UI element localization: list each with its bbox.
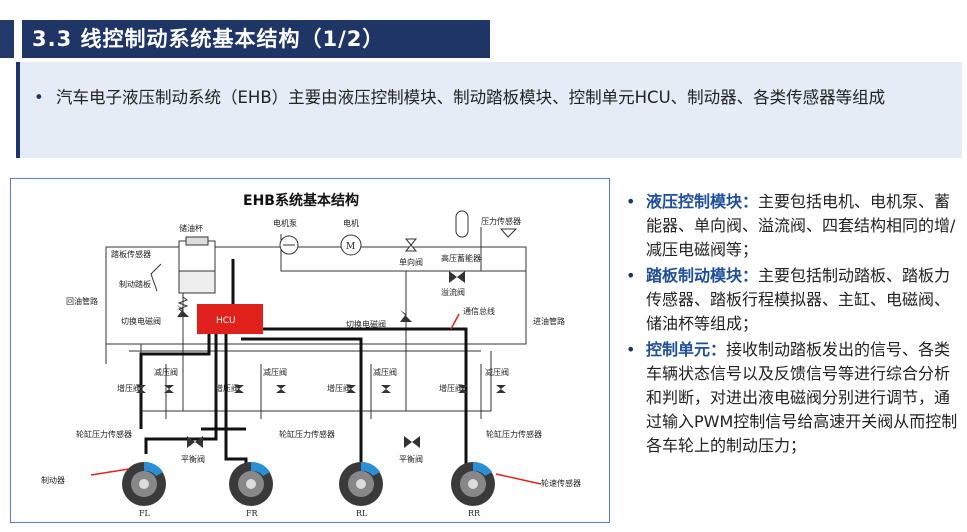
module-description-list: • 液压控制模块：主要包括电机、电机泵、蓄能器、单向阀、溢流阀、四套结构相同的增… — [622, 190, 962, 460]
label-switch-valve-right: 切换电磁阀 — [346, 319, 386, 329]
label-reservoir: 储油杯 — [179, 223, 203, 233]
intro-bullet: • — [34, 88, 44, 107]
label-motor: 电机 — [343, 218, 359, 228]
label-dec-valve-2: 减压阀 — [263, 367, 287, 377]
hcu-box — [197, 304, 263, 334]
label-wheel-sensor-left: 轮缸压力传感器 — [76, 429, 132, 439]
label-inlet-pipe: 进油管路 — [533, 316, 565, 326]
bullet-heading: 液压控制模块： — [646, 192, 759, 211]
bullet-pedal-module: • 踏板制动模块：主要包括制动踏板、踏板力传感器、踏板行程模拟器、主缸、电磁阀、… — [622, 264, 962, 336]
check-valve-icon — [404, 238, 418, 252]
comm-bus-arrow — [450, 313, 460, 330]
label-wheel-fl: FL — [139, 509, 151, 518]
label-speed-sensor: 轮速传感器 — [541, 478, 581, 488]
bullet-control-unit: • 控制单元：接收制动踏板发出的信号、各类车辆状态信号以及反馈信号等进行综合分析… — [622, 338, 962, 458]
reservoir-cap-icon — [185, 236, 209, 246]
bullet-text: 主要包括制动踏板、踏板力传感器、踏板行程模拟器、主缸、电磁阀、储油杯等组成； — [646, 266, 951, 333]
wheel-rr — [451, 461, 495, 506]
label-dec-valve-1: 减压阀 — [154, 367, 178, 377]
label-brake: 制动器 — [41, 475, 65, 485]
wheel-fl — [122, 461, 166, 506]
diagram-title: EHB系统基本结构 — [243, 192, 359, 209]
label-wheel-sensor-right: 轮缸压力传感器 — [486, 429, 542, 439]
speed-sensor-arrow — [495, 473, 542, 485]
label-balance-valve-left: 平衡阀 — [181, 454, 205, 464]
pressure-sensor-icon — [499, 228, 518, 238]
label-inc-valve-1: 增压阀 — [117, 383, 141, 393]
bullet-dot: • — [626, 340, 636, 359]
bullet-hydraulic-module: • 液压控制模块：主要包括电机、电机泵、蓄能器、单向阀、溢流阀、四套结构相同的增… — [622, 190, 962, 262]
label-inc-valve-4: 增压阀 — [439, 383, 463, 393]
label-dec-valve-4: 减压阀 — [485, 367, 509, 377]
bullet-dot: • — [626, 266, 636, 285]
label-comm-bus: 通信总线 — [463, 306, 495, 316]
label-switch-valve-left: 切换电磁阀 — [121, 316, 161, 326]
label-wheel-rr: RR — [468, 509, 481, 518]
label-dec-valve-3: 减压阀 — [373, 367, 397, 377]
switch-valve-left-icon — [177, 305, 189, 317]
brake-pedal-icon — [150, 263, 162, 292]
intro-text: 汽车电子液压制动系统（EHB）主要由液压控制模块、制动踏板模块、控制单元HCU、… — [56, 88, 886, 107]
title-accent — [0, 20, 14, 58]
label-inc-valve-3: 增压阀 — [327, 383, 351, 393]
ehb-diagram-svg: EHB系统基本结构 储油杯 踏板传感器 制动踏板 回油管路 切换电磁阀 切换电磁… — [41, 192, 581, 518]
label-brake-pedal: 制动踏板 — [119, 279, 151, 289]
title-gap — [14, 20, 22, 58]
label-return-pipe: 回油管路 — [66, 296, 98, 306]
title-bar: 3.3 线控制动系统基本结构（1/2） — [0, 20, 490, 58]
hcu-label: HCU — [216, 316, 236, 326]
bullet-heading: 控制单元： — [646, 340, 727, 359]
bullet-text: 接收制动踏板发出的信号、各类车辆状态信号以及反馈信号等进行综合分析和判断，对进出… — [646, 340, 958, 455]
label-wheel-sensor-mid: 轮缸压力传感器 — [279, 429, 335, 439]
switch-valve-right-icon — [400, 310, 412, 322]
motor-symbol: M — [346, 242, 355, 252]
bullet-heading: 踏板制动模块： — [646, 266, 759, 285]
accumulator-icon — [455, 210, 469, 238]
motor-icon — [340, 234, 362, 256]
solenoid-valves — [136, 385, 506, 393]
balance-valve-right-icon — [404, 436, 420, 448]
label-relief-valve: 溢流阀 — [441, 287, 465, 297]
label-wheel-fr: FR — [246, 509, 259, 518]
brake-arrow — [90, 468, 130, 476]
balance-valve-left-icon — [187, 436, 203, 448]
bullet-text: 主要包括电机、电机泵、蓄能器、单向阀、溢流阀、四套结构相同的增/减压电磁阀等； — [646, 192, 956, 259]
label-balance-valve-right: 平衡阀 — [399, 454, 423, 464]
wheel-rl — [339, 461, 383, 506]
label-pressure-sensor: 压力传感器 — [481, 216, 521, 226]
label-wheel-rl: RL — [356, 509, 368, 518]
label-check-valve: 单向阀 — [399, 257, 423, 267]
relief-valve-icon — [449, 271, 465, 283]
master-cylinder-icon — [178, 270, 216, 294]
intro-panel: • 汽车电子液压制动系统（EHB）主要由液压控制模块、制动踏板模块、控制单元HC… — [16, 62, 962, 158]
ehb-diagram: EHB系统基本结构 储油杯 踏板传感器 制动踏板 回油管路 切换电磁阀 切换电磁… — [10, 178, 610, 523]
label-inc-valve-2: 增压阀 — [215, 383, 239, 393]
label-accumulator: 高压蓄能器 — [441, 253, 481, 263]
bullet-dot: • — [626, 192, 636, 211]
spring-left-icon — [177, 296, 189, 313]
label-motor-pump: 电机泵 — [273, 218, 297, 228]
label-pedal-sensor: 踏板传感器 — [111, 249, 151, 259]
wheel-fr — [229, 461, 273, 506]
page-title: 3.3 线控制动系统基本结构（1/2） — [22, 20, 490, 58]
